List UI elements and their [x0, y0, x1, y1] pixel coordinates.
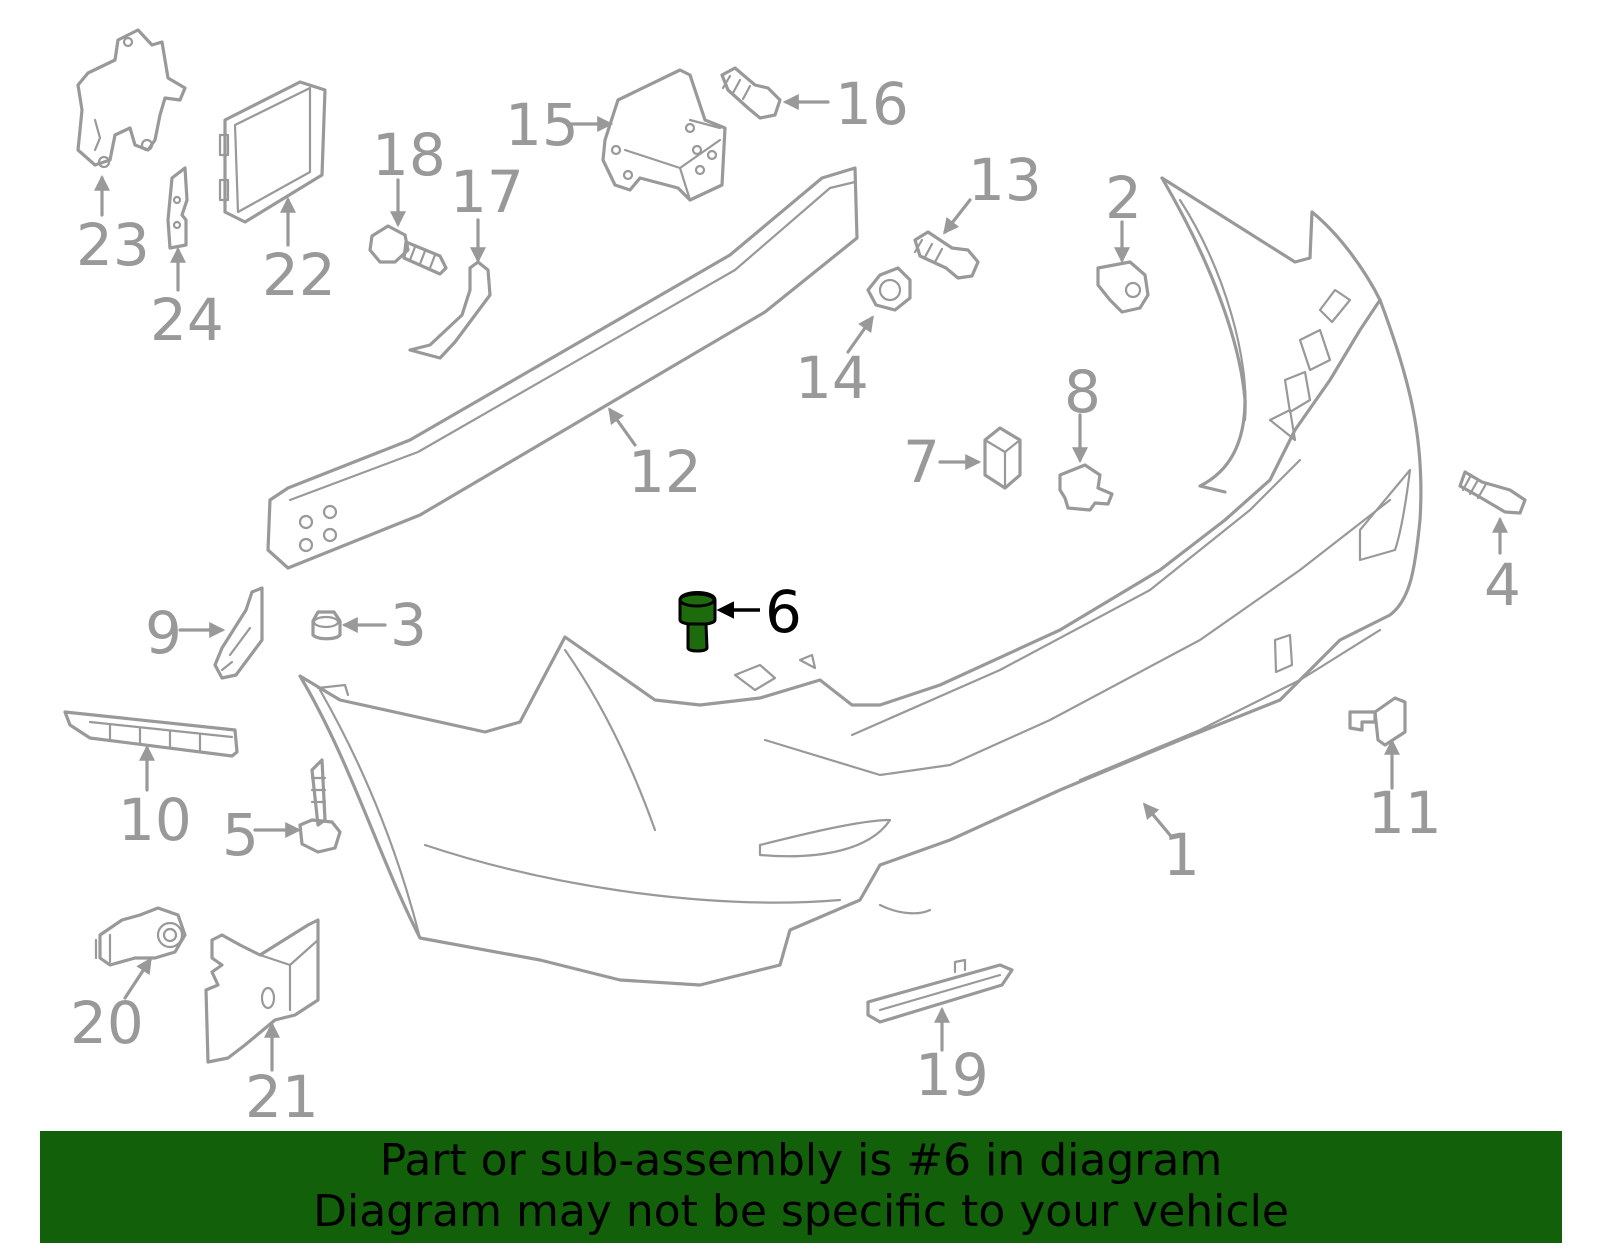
callout-22: 22 [262, 241, 336, 309]
banner-line-part: Part or sub-assembly is #6 in diagram [379, 1135, 1223, 1186]
leader-14 [846, 315, 874, 354]
callout-24: 24 [150, 286, 224, 354]
leader-20 [123, 957, 152, 1000]
part-21-sensor-bracket [204, 918, 320, 1064]
callout-16: 16 [835, 70, 909, 138]
part-10-reflector [63, 710, 239, 758]
callout-23: 23 [76, 211, 150, 279]
part-15-bracket [601, 68, 727, 202]
part-2-hole [1124, 281, 1142, 299]
callout-8: 8 [1064, 358, 1101, 426]
callout-17: 17 [450, 158, 524, 226]
callout-21: 21 [245, 1063, 319, 1131]
callout-5: 5 [222, 801, 259, 869]
callout-13: 13 [968, 146, 1042, 214]
callout-19: 19 [915, 1041, 989, 1109]
callout-7: 7 [903, 428, 940, 496]
info-banner: Part or sub-assembly is #6 in diagram Di… [40, 1131, 1562, 1243]
leader-12 [608, 407, 637, 447]
callout-18: 18 [372, 121, 446, 189]
part-20-parking-sensor [94, 906, 187, 967]
part-14-nut [866, 266, 912, 312]
callout-1: 1 [1163, 821, 1200, 889]
leader-1 [1142, 802, 1172, 837]
callout-20: 20 [70, 989, 144, 1057]
part-6-retainer-highlighted [678, 591, 717, 653]
part-13-bolt [913, 230, 980, 280]
part-1-bumper-cover [298, 298, 1423, 987]
part-5-screw [298, 758, 342, 854]
callout-14: 14 [795, 344, 869, 412]
part-17-bracket [408, 260, 492, 360]
banner-line-disclaimer: Diagram may not be specific to your vehi… [313, 1186, 1289, 1237]
part-7-clip [983, 426, 1022, 490]
part-2-clip [1096, 260, 1150, 314]
callout-11: 11 [1368, 779, 1442, 847]
part-18-bolt [368, 224, 448, 276]
part-19-reflector [866, 958, 1014, 1024]
leader-13 [943, 198, 972, 235]
part-11-bracket [1348, 696, 1407, 747]
callout-15: 15 [505, 91, 579, 159]
part-23-mounting-bracket [76, 28, 187, 169]
part-1-bumper-upper-flange [1160, 176, 1382, 494]
part-12-reinforcement-beam [266, 166, 859, 570]
callout-6: 6 [765, 578, 802, 646]
callout-12: 12 [628, 438, 702, 506]
part-8-bracket [1058, 463, 1114, 512]
callout-4: 4 [1484, 551, 1521, 619]
part-4-bolt [1458, 470, 1527, 515]
part-3-grommet [311, 610, 342, 641]
part-24-bracket-strip [166, 166, 189, 250]
callout-9: 9 [145, 599, 182, 667]
callout-3: 3 [390, 591, 427, 659]
part-9-bracket [213, 586, 264, 680]
callout-10: 10 [118, 786, 192, 854]
part-16-bolt [720, 66, 782, 120]
callout-2: 2 [1105, 164, 1142, 232]
part-22-control-module [218, 80, 327, 224]
